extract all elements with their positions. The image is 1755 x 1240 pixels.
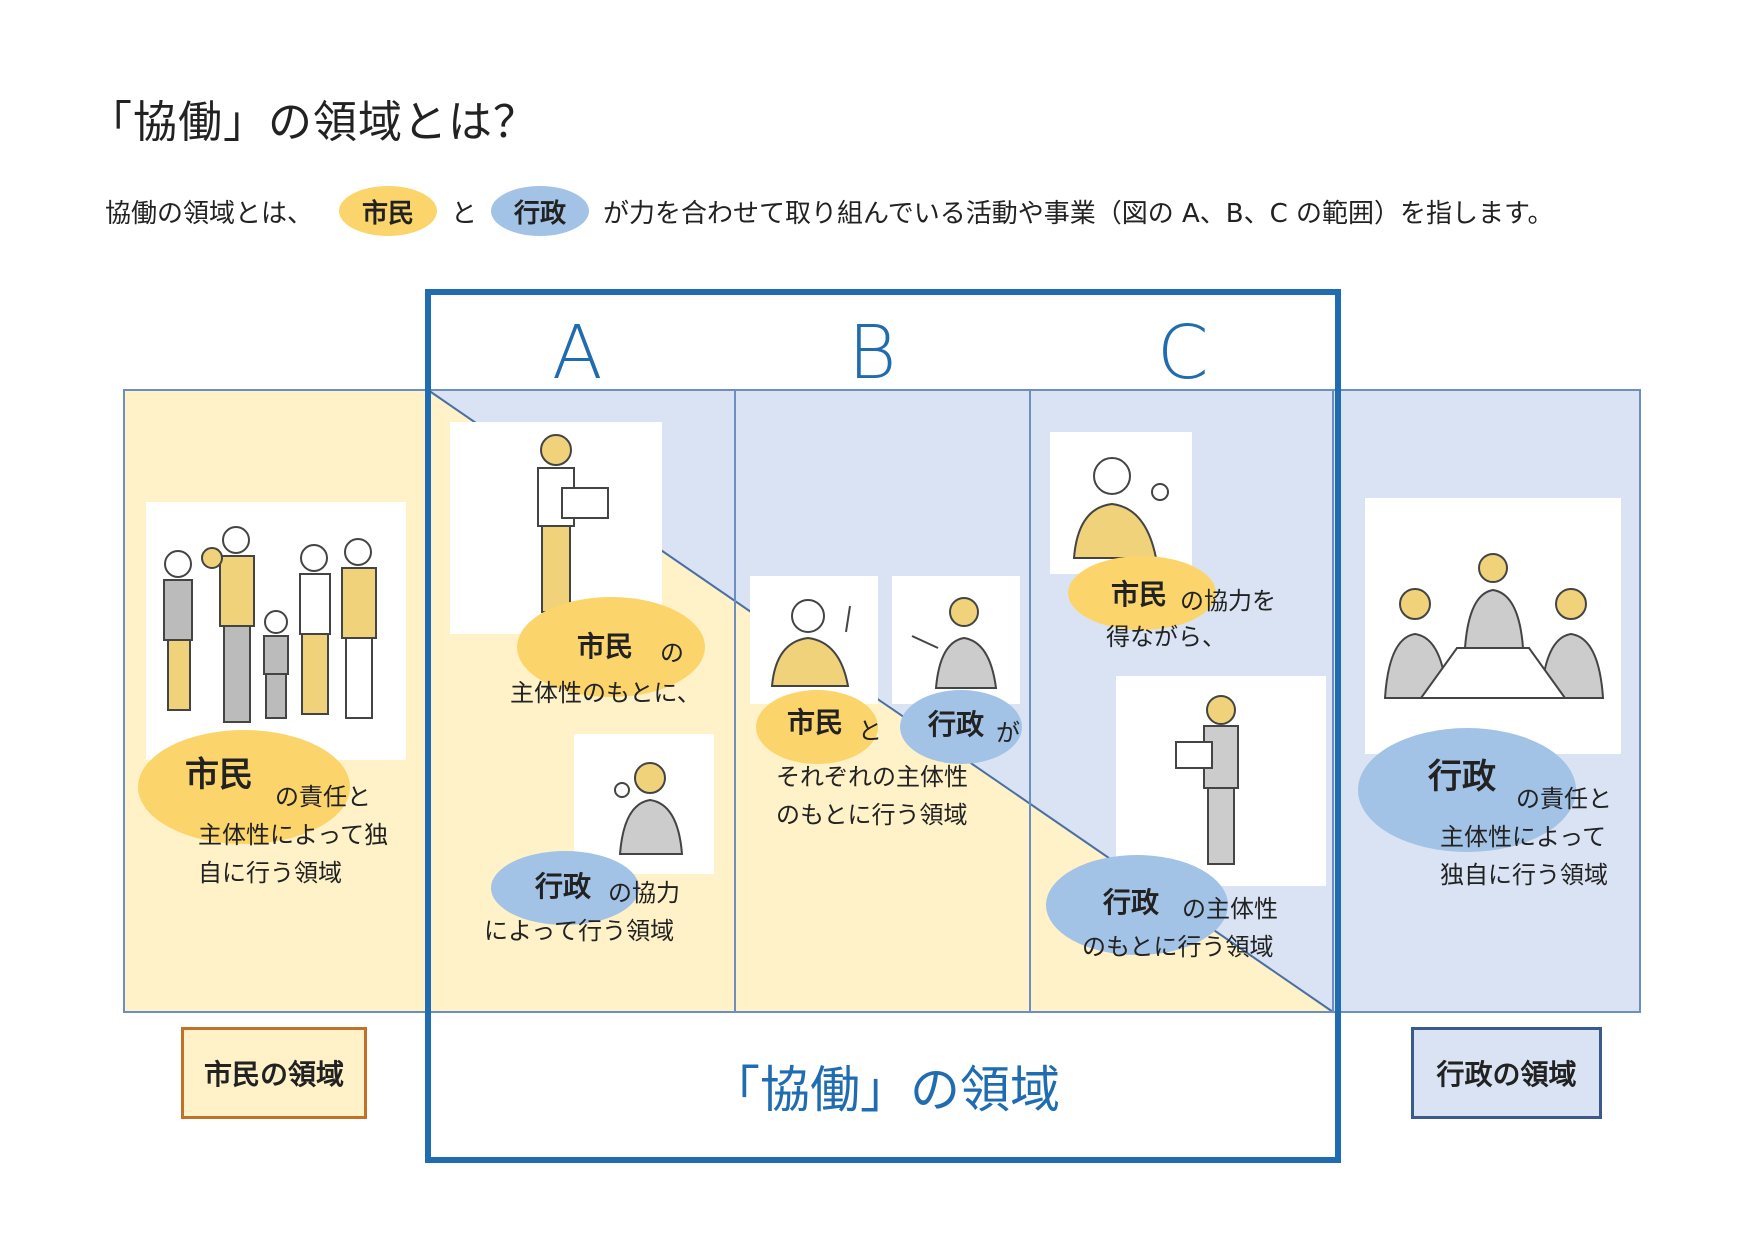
zone-a-citizen-tail: の [660,639,684,667]
zone-c-line1: 得ながら、 [1106,623,1226,651]
citizen-area-label: 市民の領域 [181,1027,367,1119]
zone-b-citizen-oval [756,690,878,764]
zone-c-citizen-oval [1068,556,1216,630]
family-illustration [146,502,406,760]
citizen-zone-line3: 自に行う領域 [198,859,342,887]
intro-suffix: が力を合わせて取り組んでいる活動や事業（図の A、B、C の範囲）を指します。 [603,198,1554,229]
zone-c-gov-tail: の主体性 [1182,895,1278,923]
zone-b-gov-key: 行政 [928,708,985,741]
column-a-label: A [552,310,603,396]
page-title: 「協働」の領域とは？ [88,97,538,148]
gov-zone-key: 行政 [1428,757,1496,797]
column-c-label: C [1157,310,1209,396]
intro-text: 協働の領域とは、 市民 と 行政 が力を合わせて取り組んでいる活動や事業（図の … [105,186,1553,236]
zone-a-line2: によって行う領域 [484,917,675,945]
citizen-zone-oval [138,730,350,844]
zone-c-citizen-key: 市民 [1111,578,1168,611]
gov-zone-oval [1358,728,1576,852]
intro-and: と [451,198,478,229]
citizen-zone-key: 市民 [185,755,253,795]
gov-zone-line3: 独自に行う領域 [1440,861,1608,889]
column-b-label: B [848,310,897,396]
intro-prefix: 協働の領域とは、 [105,198,314,229]
zone-b-and: と [858,717,882,745]
zone-a-gov-tail: の協力 [608,879,680,907]
zone-a-line1: 主体性のもとに、 [510,679,701,707]
zone-c-gov-key: 行政 [1103,886,1160,919]
zone-a-citizen-key: 市民 [577,630,634,663]
collab-frame [425,289,1341,1163]
zone-a-gov-oval [491,851,639,925]
zone-b-line2: のもとに行う領域 [776,801,968,829]
intro-citizen-badge: 市民 [339,186,438,236]
woman-cheering-illustration [574,734,714,874]
gov-zone-line1: の責任と [1516,785,1612,813]
citizen-zone-line2: 主体性によって独 [198,821,389,849]
zone-b-line1: それぞれの主体性 [776,763,968,791]
meeting-illustration [1365,498,1621,754]
zone-c-line2: のもとに行う領域 [1082,933,1274,961]
man-fist-illustration [1050,432,1192,574]
zone-a-citizen-oval [517,597,705,697]
citizen-zone-line1: の責任と [275,783,371,811]
woman-with-laptop-illustration [1116,676,1326,886]
intro-gov-badge: 行政 [491,186,590,236]
man-pointing-illustration [750,576,878,704]
zone-c-citizen-tail: の協力を [1180,587,1276,615]
gov-zone-line2: 主体性によって [1440,823,1607,851]
gov-area-label: 行政の領域 [1411,1027,1602,1119]
zone-b-gov-oval [900,690,1022,764]
zone-b-citizen-key: 市民 [787,706,844,739]
zone-b-ga: が [996,719,1020,747]
woman-pointing-illustration [892,576,1020,704]
zone-a-gov-key: 行政 [535,870,592,903]
collab-area-label: 「協働」の領域 [710,1061,1060,1119]
zone-c-gov-oval [1046,855,1228,955]
